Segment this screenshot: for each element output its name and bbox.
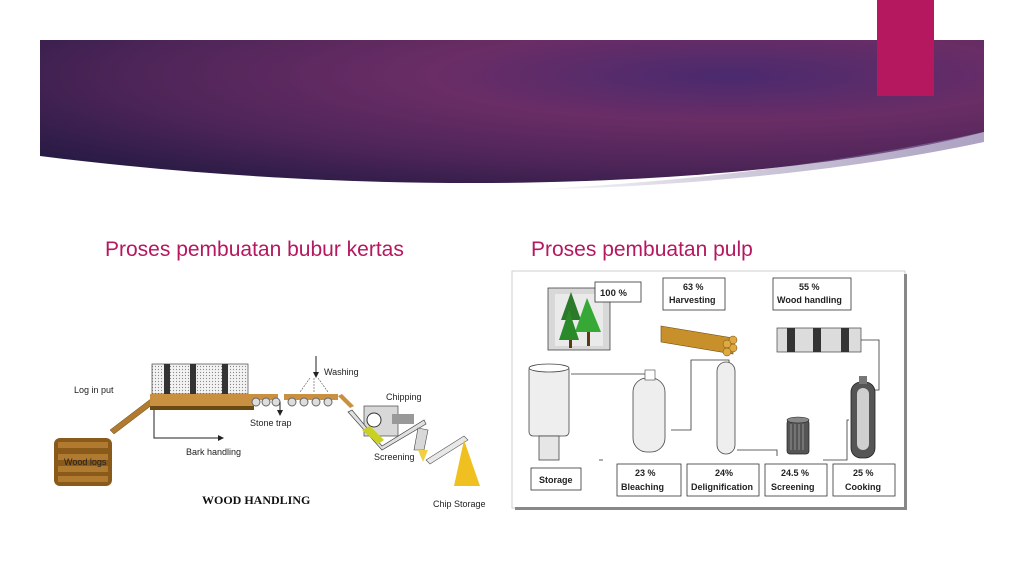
digester-icon [850, 376, 876, 459]
bleaching-tower-icon [632, 369, 666, 453]
wood-handling-box [772, 277, 852, 311]
forest-icon [547, 287, 611, 351]
header-banner [40, 40, 984, 190]
harvesting-percent: 63 % [683, 282, 704, 292]
storage-box [530, 467, 582, 491]
pulp-process-diagram: 100 % 63 % Harvesting 55 % Wood handling… [511, 270, 907, 510]
left-heading: Proses pembuatan bubur kertas [105, 238, 404, 261]
cooking-box [832, 463, 896, 497]
bark-handling-label: Bark handling [186, 447, 241, 457]
delignification-label: Delignification [691, 482, 753, 492]
stone-trap-label: Stone trap [250, 418, 292, 428]
debarking-drum-icon [150, 363, 254, 410]
forest-percent-box [594, 281, 642, 303]
log-bundle-icon [660, 325, 738, 357]
bleaching-label: Bleaching [621, 482, 664, 492]
screening-basket-icon [786, 416, 810, 455]
wood-logs-pile-icon [54, 438, 112, 486]
drum-icon [776, 327, 862, 353]
cooking-percent: 25 % [853, 468, 874, 478]
wood-logs-label: Wood logs [64, 457, 107, 467]
chipper-icon [363, 405, 414, 437]
storage-label: Storage [539, 475, 573, 485]
chip-storage-label: Chip Storage [433, 499, 486, 509]
delignification-column-icon [716, 361, 736, 455]
bleaching-percent: 23 % [635, 468, 656, 478]
wood-handling-label: Wood handling [777, 295, 842, 305]
chipping-label: Chipping [386, 392, 422, 402]
screening-percent: 24.5 % [781, 468, 809, 478]
rollers-icon [248, 394, 281, 407]
washing-conveyor-icon [284, 377, 338, 407]
screening-box [764, 463, 828, 497]
log-input-label: Log in put [74, 385, 114, 395]
washing-label: Washing [324, 367, 359, 377]
wood-handling-percent: 55 % [799, 282, 820, 292]
chip-storage-icon [425, 435, 480, 486]
storage-tank-icon [528, 363, 570, 461]
harvesting-label: Harvesting [669, 295, 716, 305]
harvesting-box [662, 277, 726, 311]
accent-tab [877, 0, 934, 96]
screening-conveyor-icon [347, 409, 429, 462]
screening-label: Screening [771, 482, 815, 492]
screening-label: Screening [374, 452, 415, 462]
right-heading: Proses pembuatan pulp [531, 238, 753, 261]
wood-handling-title: WOOD HANDLING [202, 493, 310, 507]
delignification-percent: 24% [715, 468, 733, 478]
delignification-box [686, 463, 760, 497]
bleaching-box [616, 463, 682, 497]
forest-percent: 100 % [600, 288, 627, 299]
cooking-label: Cooking [845, 482, 881, 492]
wood-handling-diagram: Wood logs Log in put Bark handling Stone… [54, 356, 486, 509]
